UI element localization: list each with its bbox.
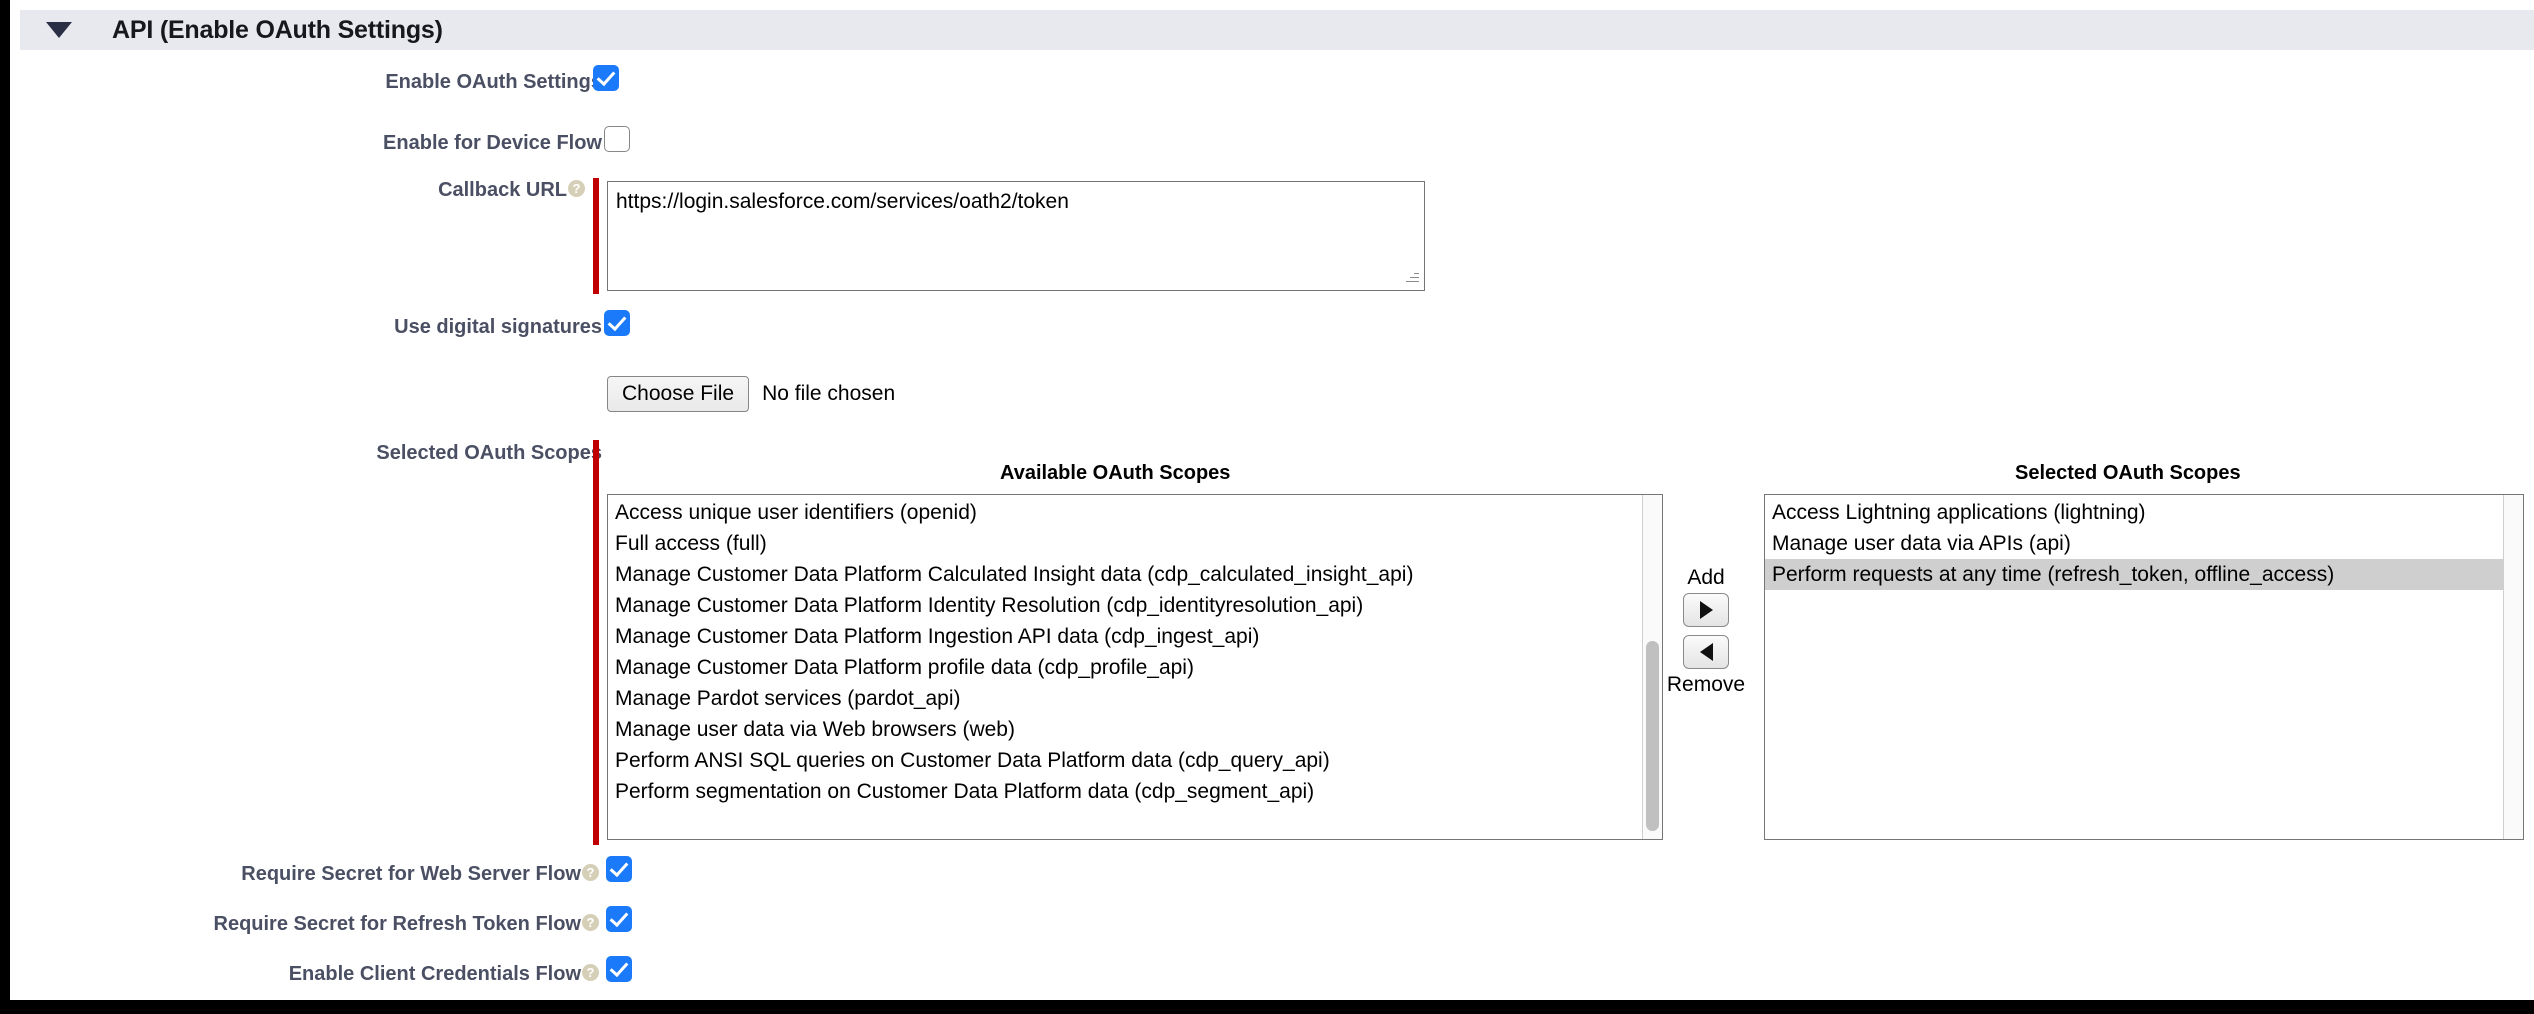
list-item[interactable]: Manage user data via Web browsers (web) bbox=[615, 718, 1015, 741]
list-item[interactable]: Manage Pardot services (pardot_api) bbox=[615, 687, 961, 710]
enable-oauth-settings-checkbox[interactable] bbox=[593, 65, 619, 91]
selected-scopes-scrollbar[interactable] bbox=[2503, 495, 2523, 839]
list-item[interactable]: Perform segmentation on Customer Data Pl… bbox=[615, 780, 1315, 803]
require-secret-web-server-flow-checkbox[interactable] bbox=[606, 856, 632, 882]
row-require-secret-web-server-flow: Require Secret for Web Server Flow ? bbox=[206, 864, 599, 884]
enable-device-flow-label: Enable for Device Flow bbox=[383, 132, 602, 154]
enable-client-credentials-flow-label: Enable Client Credentials Flow bbox=[288, 963, 581, 985]
require-secret-web-server-flow-label: Require Secret for Web Server Flow bbox=[241, 863, 581, 885]
row-require-secret-refresh-token-flow: Require Secret for Refresh Token Flow ? bbox=[176, 914, 599, 934]
certificate-file-upload: Choose File No file chosen bbox=[607, 376, 896, 413]
row-callback-url: Callback URL ? bbox=[332, 180, 585, 200]
list-item[interactable]: Manage Customer Data Platform profile da… bbox=[615, 656, 1194, 679]
selected-scopes-options: Access Lightning applications (lightning… bbox=[1765, 495, 2503, 839]
available-scopes-options: Access unique user identifiers (openid) … bbox=[608, 495, 1642, 839]
enable-device-flow-checkbox[interactable] bbox=[604, 126, 630, 152]
list-item[interactable]: Manage Customer Data Platform Ingestion … bbox=[615, 625, 1260, 648]
list-item[interactable]: Manage Customer Data Platform Calculated… bbox=[615, 563, 1414, 586]
callback-url-label: Callback URL bbox=[438, 179, 567, 201]
triangle-right-icon bbox=[1699, 601, 1713, 620]
file-status-text: No file chosen bbox=[762, 382, 896, 406]
add-label: Add bbox=[1687, 566, 1725, 589]
enable-oauth-settings-label: Enable OAuth Settings bbox=[385, 71, 602, 93]
available-scopes-listbox[interactable]: Access unique user identifiers (openid) … bbox=[607, 494, 1663, 840]
list-item-selected[interactable]: Perform requests at any time (refresh_to… bbox=[1765, 559, 2503, 590]
selected-scopes-listbox[interactable]: Access Lightning applications (lightning… bbox=[1764, 494, 2524, 840]
use-digital-signatures-checkbox[interactable] bbox=[604, 310, 630, 336]
row-use-digital-signatures: Use digital signatures bbox=[332, 317, 602, 337]
remove-label: Remove bbox=[1666, 673, 1746, 697]
available-scopes-scrollbar[interactable] bbox=[1642, 495, 1662, 839]
add-scope-button[interactable] bbox=[1683, 593, 1729, 628]
row-selected-oauth-scopes: Selected OAuth Scopes bbox=[326, 443, 602, 463]
required-indicator-scopes bbox=[593, 440, 599, 845]
list-item[interactable]: Full access (full) bbox=[615, 532, 767, 555]
section-header[interactable]: API (Enable OAuth Settings) bbox=[20, 10, 2534, 50]
enable-client-credentials-flow-checkbox[interactable] bbox=[606, 956, 632, 982]
selected-scopes-title: Selected OAuth Scopes bbox=[2015, 462, 2241, 484]
scope-transfer-controls: Add Remove bbox=[1664, 566, 1748, 696]
list-item[interactable]: Access unique user identifiers (openid) bbox=[615, 501, 977, 524]
callback-url-input[interactable] bbox=[607, 181, 1425, 291]
help-question-icon[interactable]: ? bbox=[568, 180, 585, 197]
list-item[interactable]: Access Lightning applications (lightning… bbox=[1772, 501, 2146, 524]
require-secret-refresh-token-flow-label: Require Secret for Refresh Token Flow bbox=[213, 913, 582, 935]
help-question-icon[interactable]: ? bbox=[582, 914, 599, 931]
list-item[interactable]: Manage Customer Data Platform Identity R… bbox=[615, 594, 1364, 617]
row-enable-device-flow: Enable for Device Flow bbox=[332, 133, 602, 153]
row-enable-client-credentials-flow: Enable Client Credentials Flow ? bbox=[256, 964, 599, 984]
help-question-icon[interactable]: ? bbox=[582, 964, 599, 981]
selected-oauth-scopes-label: Selected OAuth Scopes bbox=[376, 442, 602, 464]
caret-down-icon[interactable] bbox=[46, 22, 72, 38]
require-secret-refresh-token-flow-checkbox[interactable] bbox=[606, 906, 632, 932]
triangle-left-icon bbox=[1699, 643, 1713, 662]
use-digital-signatures-label: Use digital signatures bbox=[394, 316, 602, 338]
list-item[interactable]: Manage user data via APIs (api) bbox=[1772, 532, 2071, 555]
scrollbar-thumb[interactable] bbox=[1646, 641, 1659, 831]
help-question-icon[interactable]: ? bbox=[582, 864, 599, 881]
list-item[interactable]: Perform ANSI SQL queries on Customer Dat… bbox=[615, 749, 1330, 772]
section-title: API (Enable OAuth Settings) bbox=[112, 15, 443, 44]
choose-file-button[interactable]: Choose File bbox=[607, 376, 750, 413]
remove-scope-button[interactable] bbox=[1683, 635, 1729, 670]
required-indicator-callback-url bbox=[593, 178, 599, 294]
available-scopes-title: Available OAuth Scopes bbox=[1000, 462, 1231, 484]
row-enable-oauth-settings: Enable OAuth Settings bbox=[332, 72, 602, 92]
